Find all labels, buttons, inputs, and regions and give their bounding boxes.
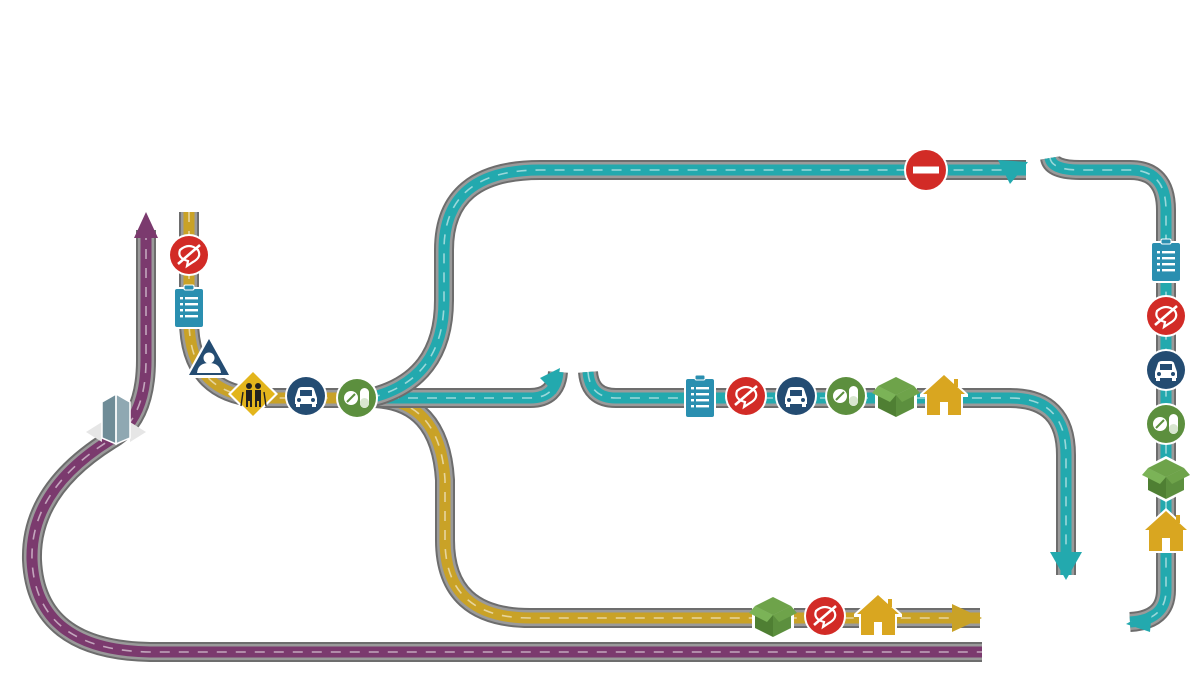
- clipboard-checklist-icon: [683, 374, 717, 420]
- teal-arrow-top: [998, 160, 1028, 184]
- pills-icon: [335, 376, 379, 420]
- yellow-arrow-right: [952, 604, 982, 632]
- purple-route: [21, 212, 982, 662]
- do-not-enter-icon: [904, 148, 948, 192]
- car-icon: [775, 375, 817, 417]
- car-icon: [285, 375, 327, 417]
- no-talking-icon: [802, 593, 848, 639]
- teal-route-right: [1040, 154, 1176, 632]
- purple-arrow-up: [134, 212, 158, 238]
- pills-icon: [824, 374, 868, 418]
- car-icon: [1145, 349, 1187, 391]
- teal-route-top: [367, 160, 1028, 408]
- yellow-route: [179, 212, 982, 632]
- house-icon: [854, 592, 902, 637]
- house-icon: [1142, 508, 1190, 553]
- clipboard-checklist-icon: [172, 284, 206, 330]
- open-box-icon: [872, 374, 920, 420]
- open-box-icon: [749, 594, 797, 640]
- no-talking-icon: [723, 373, 769, 419]
- teal-route-middle: [370, 368, 1082, 580]
- direction-signpost-icon: [86, 392, 146, 446]
- no-talking-icon: [166, 232, 212, 278]
- person-warning-sign-icon: [185, 334, 233, 378]
- elderly-crossing-sign-icon: [228, 369, 278, 419]
- house-icon: [920, 372, 968, 417]
- open-box-icon: [1142, 456, 1190, 502]
- no-talking-icon: [1143, 293, 1189, 339]
- teal-arrow-end: [1126, 610, 1152, 632]
- teal-arrow-down: [1050, 552, 1082, 580]
- clipboard-checklist-icon: [1149, 238, 1183, 284]
- pills-icon: [1144, 402, 1188, 446]
- teal-arrow-middle: [540, 368, 560, 394]
